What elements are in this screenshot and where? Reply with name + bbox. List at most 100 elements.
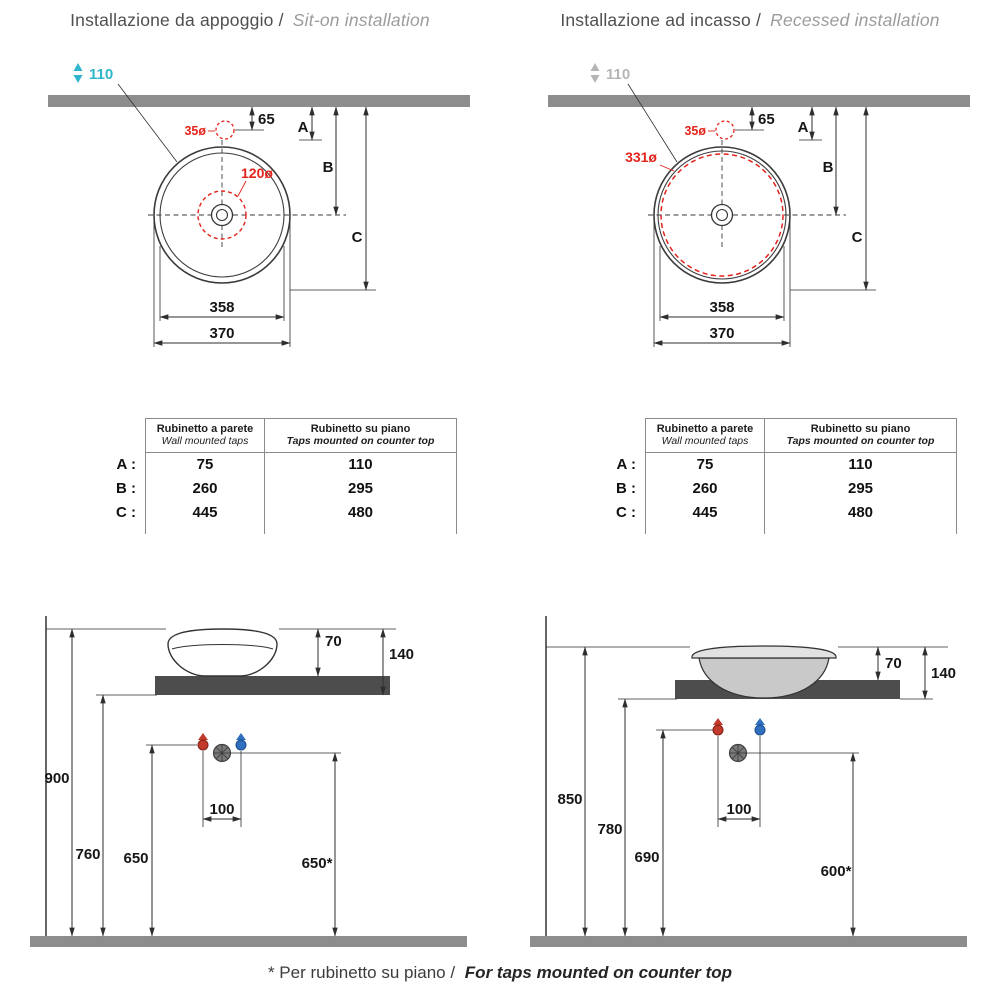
dim-900-label: 900 (44, 770, 69, 787)
drain-dia-leader (237, 180, 247, 197)
footnote: * Per rubinetto su piano / For taps moun… (0, 963, 1000, 983)
dim-140-label: 140 (931, 665, 956, 682)
tap-hole-circle (715, 120, 735, 140)
cold-tap-icon (236, 733, 246, 740)
counter-slab (155, 676, 390, 695)
dim-a-label: A (298, 119, 309, 136)
table-header-counter-taps: Rubinetto su piano Taps mounted on count… (265, 418, 457, 453)
hot-tap-circle (712, 724, 724, 736)
cutout-leader (659, 164, 675, 172)
footnote-it: * Per rubinetto su piano / (267, 963, 456, 982)
dim-760-label: 760 (75, 846, 100, 863)
dim-c-label: C (352, 229, 363, 246)
top-view-sit-on: 110 120ø 35ø 65 A B C (48, 63, 470, 347)
value-b-counter: 295 (765, 477, 957, 501)
panel-sit-on: Installazione da appoggio / Sit-on insta… (0, 0, 500, 960)
row-label-a: A : (116, 456, 136, 473)
value-c-counter: 480 (265, 501, 457, 525)
table-corner (95, 418, 145, 453)
wall-bar (48, 95, 470, 107)
floor-bar (30, 936, 467, 947)
table-header-wall-taps: Rubinetto a parete Wall mounted taps (145, 418, 265, 453)
dim-850-label: 850 (557, 791, 582, 808)
table-corner (595, 418, 645, 453)
drain-inner-circle (215, 208, 229, 222)
clearance-arrow-down-icon (73, 75, 83, 83)
dim-370-label: 370 (209, 325, 234, 342)
row-label-b: B : (616, 480, 636, 497)
row-label-a: A : (616, 456, 636, 473)
header-wall-title: Rubinetto a parete (156, 423, 254, 435)
cutout-label: 331ø (625, 149, 657, 165)
clearance-arrow-up-icon (73, 63, 83, 71)
knob-spoke (215, 746, 229, 760)
clearance-label: 110 (89, 66, 113, 83)
tap-hole-label: 35ø (684, 124, 706, 138)
footnote-en: For taps mounted on counter top (464, 963, 733, 982)
value-b-wall: 260 (645, 477, 765, 501)
table-stub (95, 525, 145, 534)
row-label-c: C : (116, 504, 136, 521)
cold-tap-circle (235, 739, 247, 751)
side-view-sit-on: 70 140 900 760 650 650* (30, 616, 467, 947)
clearance-arrow-down-icon (590, 75, 600, 83)
dim-370-label: 370 (709, 325, 734, 342)
panel-title: Installazione ad incasso / Recessed inst… (500, 10, 1000, 31)
header-counter-sub: Taps mounted on counter top (286, 435, 435, 447)
header-wall-sub: Wall mounted taps (661, 435, 749, 447)
value-c-wall: 445 (645, 501, 765, 525)
wall-bar (548, 95, 970, 107)
basin-rim-line (171, 644, 274, 650)
clearance-arrow-up-icon (590, 63, 600, 71)
value-c-wall: 445 (145, 501, 265, 525)
table-stub-c1 (645, 525, 765, 534)
cold-tap-circle (754, 724, 766, 736)
dim-100-label: 100 (209, 801, 234, 818)
basin-rim (691, 645, 837, 659)
panel-recessed: Installazione ad incasso / Recessed inst… (500, 0, 1000, 960)
dim-650-label: 650 (123, 850, 148, 867)
dim-358-label: 358 (209, 299, 234, 316)
drain-dia-label: 120ø (241, 165, 273, 181)
dim-65-label: 65 (758, 111, 775, 128)
dim-70-label: 70 (325, 633, 342, 650)
row-label-b: B : (116, 480, 136, 497)
table-stub-c2 (765, 525, 957, 534)
dim-690-label: 690 (634, 849, 659, 866)
value-c-counter: 480 (765, 501, 957, 525)
hot-tap-icon (713, 718, 723, 725)
dim-b-label: B (823, 159, 834, 176)
dim-70-label: 70 (885, 655, 902, 672)
dim-358-label: 358 (709, 299, 734, 316)
value-a-counter: 110 (265, 453, 457, 477)
tap-hole-circle (215, 120, 235, 140)
clearance-label: 110 (606, 66, 630, 83)
value-b-counter: 295 (265, 477, 457, 501)
dim-b-label: B (323, 159, 334, 176)
panel-title-en: Recessed installation (770, 10, 940, 30)
dim-650s-label: 650* (302, 855, 333, 872)
knob-spoke (731, 746, 745, 760)
value-a-wall: 75 (645, 453, 765, 477)
panel-title: Installazione da appoggio / Sit-on insta… (0, 10, 500, 31)
table-stub-c2 (265, 525, 457, 534)
panel-title-it: Installazione ad incasso / (560, 10, 762, 30)
header-counter-sub: Taps mounted on counter top (786, 435, 935, 447)
value-a-counter: 110 (765, 453, 957, 477)
header-wall-sub: Wall mounted taps (161, 435, 249, 447)
table-header-counter-taps: Rubinetto su piano Taps mounted on count… (765, 418, 957, 453)
dim-140-label: 140 (389, 646, 414, 663)
header-counter-title: Rubinetto su piano (810, 423, 911, 435)
dimensions-table-sit-on: Rubinetto a parete Wall mounted taps Rub… (95, 418, 457, 534)
side-view-recessed: 70 140 850 780 690 600* (530, 616, 967, 947)
header-wall-title: Rubinetto a parete (656, 423, 754, 435)
table-stub-c1 (145, 525, 265, 534)
dim-65-label: 65 (258, 111, 275, 128)
basin-outline (167, 628, 278, 677)
dimensions-table-recessed: Rubinetto a parete Wall mounted taps Rub… (595, 418, 957, 534)
drain-dia-circle (197, 190, 247, 240)
panel-title-en: Sit-on installation (292, 10, 430, 30)
hot-tap-circle (197, 739, 209, 751)
floor-bar (530, 936, 967, 947)
